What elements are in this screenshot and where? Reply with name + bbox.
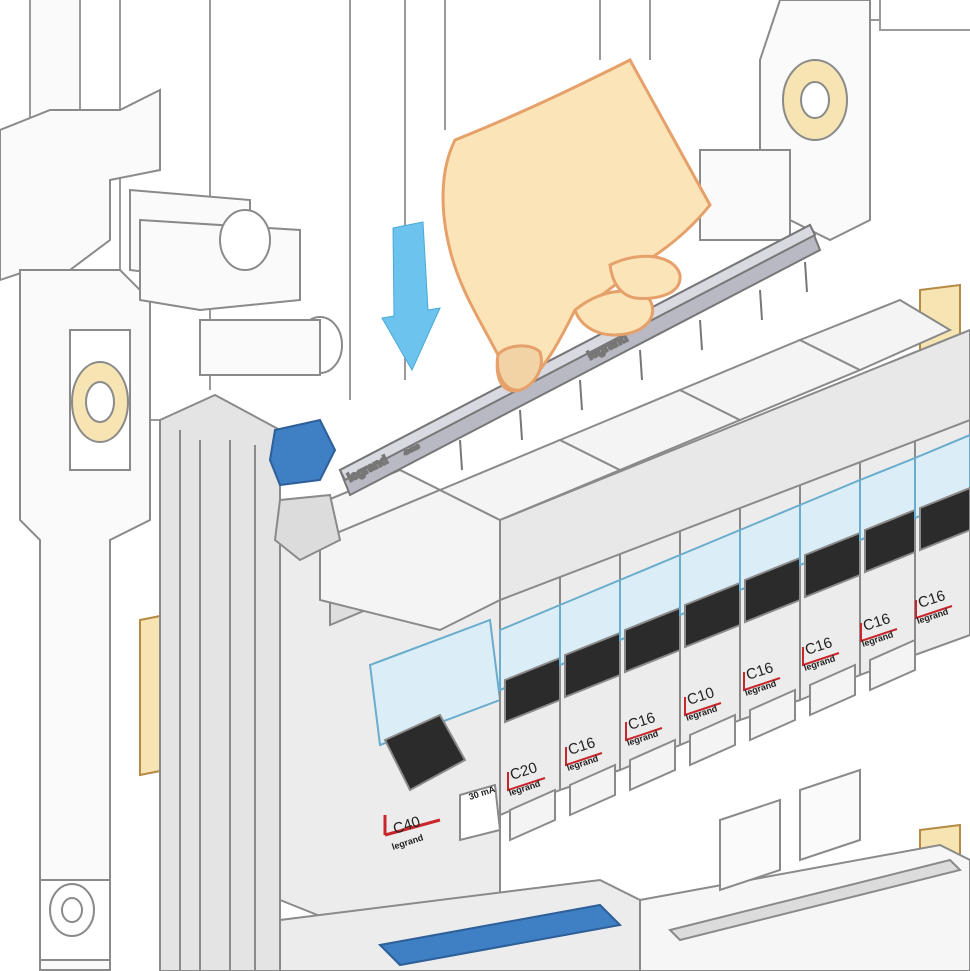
hand-icon (441, 58, 712, 393)
module-row (277, 298, 970, 942)
vertical-din-rail (159, 393, 281, 971)
down-arrow-icon (381, 221, 441, 372)
comb-busbar: legrand 404926 legrand (338, 223, 822, 497)
left-mounting-bracket (0, 88, 343, 971)
module-top-faces (319, 298, 970, 632)
module-labels: C40 legrand 30 mA C20 legrand C16 legran… (391, 587, 953, 852)
breaker-modules (499, 403, 970, 817)
right-mounting-bracket (699, 0, 871, 242)
blue-connector (268, 418, 342, 562)
bottom-terminals (509, 638, 916, 842)
lower-module-row (279, 768, 970, 971)
